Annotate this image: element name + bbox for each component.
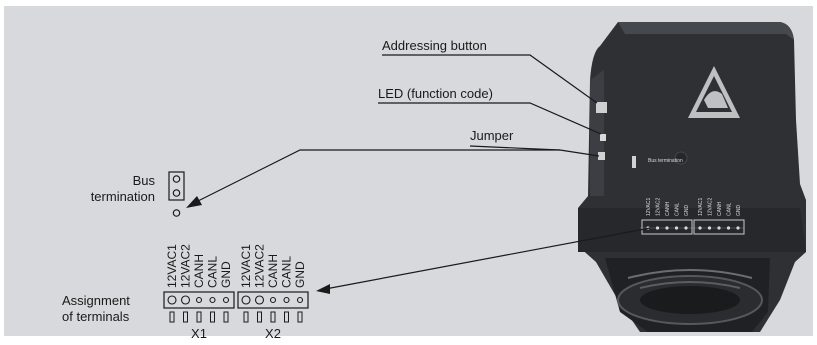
leader-jumper <box>469 145 600 157</box>
terminal-hole <box>195 296 203 304</box>
device-pin-print: GND <box>736 205 742 217</box>
terminal-block-label: X2 <box>265 326 281 341</box>
terminal-screw <box>270 311 276 323</box>
pin-label: 12VAC2 <box>253 244 267 288</box>
terminal-hole <box>241 295 251 305</box>
pin-label: CANH <box>266 254 280 288</box>
bus-termination-jumper-box <box>168 171 185 201</box>
terminal-screw <box>169 311 175 323</box>
callout-addressing-button: Addressing button <box>382 38 487 53</box>
terminal-block-frame <box>163 291 235 309</box>
terminal-hole <box>180 295 191 305</box>
callout-led: LED (function code) <box>378 86 493 101</box>
device-pin-print: GND <box>684 205 690 217</box>
device-pin-dot <box>655 226 660 230</box>
device-pin-print: CANH <box>717 201 723 216</box>
device-bus-termination-print: Bus termination <box>648 158 683 164</box>
led-icon <box>600 134 606 141</box>
terminal-hole <box>296 296 304 304</box>
bus-termination-label-1: Bus <box>132 173 155 188</box>
terminal-screw <box>257 311 262 323</box>
callout-jumper: Jumper <box>470 128 514 143</box>
device-pin-print: 12VAC1 <box>646 198 652 216</box>
assignment-label-1: Assignment <box>62 293 130 308</box>
device-side-shade <box>590 70 604 196</box>
terminal-hole <box>269 296 277 304</box>
terminal-hole <box>283 296 290 304</box>
pin-label: GND <box>219 261 233 288</box>
device-pin-dot <box>717 226 721 230</box>
device-pin-dot <box>674 226 679 230</box>
terminal-screw <box>284 311 289 323</box>
terminal-hole <box>254 295 265 305</box>
device-pin-dot <box>707 226 712 230</box>
terminal-hole <box>222 296 230 304</box>
pin-label: 12VAC1 <box>165 244 179 288</box>
terminal-screw <box>210 311 215 323</box>
terminal-block-frame <box>237 291 309 309</box>
terminal-screw <box>183 311 188 323</box>
leader-addressing <box>382 54 598 104</box>
device-pin-dot <box>698 226 702 230</box>
pin-label: CANH <box>192 254 206 288</box>
bus-termination-label-2: termination <box>90 189 155 204</box>
pin-label: 12VAC2 <box>179 244 193 288</box>
arrowhead-terminals <box>316 284 330 294</box>
terminal-screw <box>297 311 303 323</box>
device-pin-print: CANL <box>675 202 681 216</box>
assignment-label-2: of terminals <box>62 309 130 324</box>
pin-label: CANL <box>280 256 294 288</box>
device-body <box>578 22 806 332</box>
leader-led <box>378 102 602 135</box>
pin-label: 12VAC1 <box>239 244 253 288</box>
device-pin-dot <box>736 226 740 230</box>
device-pin-print: 12VAC2 <box>656 198 662 216</box>
leader-bus-termination <box>195 149 560 203</box>
device-pin-dot <box>726 226 731 230</box>
device-terminal-x1 <box>641 219 693 235</box>
leader-terminals <box>319 227 651 291</box>
terminal-screw <box>223 311 229 323</box>
pin-label: GND <box>293 261 307 288</box>
terminal-screw <box>243 311 249 323</box>
device-pin-dot <box>684 226 688 230</box>
leader-lines <box>195 54 651 291</box>
device-pin-print: 12VAC2 <box>708 198 714 216</box>
arrowhead-bus-termination <box>186 196 202 208</box>
device-pin-print: CANL <box>727 202 733 216</box>
pin-label: CANL <box>206 256 220 288</box>
addressing-button-icon <box>596 102 607 113</box>
terminal-hole <box>209 296 216 304</box>
device-pin-print: 12VAC1 <box>698 198 704 216</box>
jumper-icon <box>598 152 605 160</box>
terminal-hole <box>167 295 177 305</box>
device-terminal-x2 <box>693 219 745 235</box>
bus-termination-open-pin <box>172 209 181 217</box>
device-pin-dot <box>665 226 669 230</box>
device-top-edge <box>618 22 794 40</box>
terminal-block-label: X1 <box>191 326 207 341</box>
terminal-screw <box>196 311 202 323</box>
device-pin-print: CANH <box>665 201 671 216</box>
